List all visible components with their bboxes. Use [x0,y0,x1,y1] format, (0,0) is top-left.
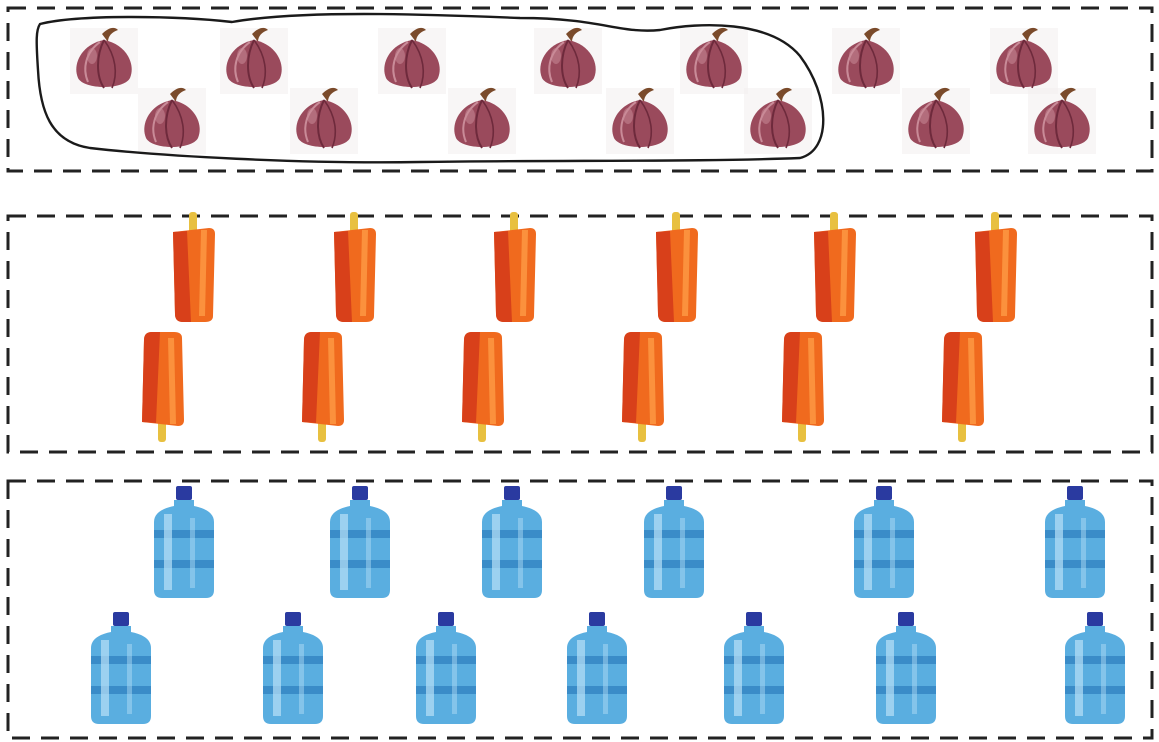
water-bottle-icon [876,612,936,724]
water-bottle-icon [263,612,323,724]
popsicle-icon [302,332,344,442]
water-bottle-icon [644,486,704,598]
water-bottle-icon [724,612,784,724]
onion-icon [1028,87,1096,154]
onion-icon [990,27,1058,94]
onion-icon [290,87,358,154]
water-bottle-icon [1065,612,1125,724]
popsicle-icon [494,212,536,322]
popsicles-box [6,214,1154,454]
onion-icon [448,87,516,154]
onion-icon [606,87,674,154]
water-bottle-icon [416,612,476,724]
onion-icon [902,87,970,154]
popsicle-icon [975,212,1017,322]
onion-icon [680,27,748,94]
water-bottle-icon [154,486,214,598]
water-bottle-icon [482,486,542,598]
onion-icon [534,27,602,94]
popsicle-icon [462,332,504,442]
onion-icon [138,87,206,154]
water-bottle-icon [330,486,390,598]
onion-icon [220,27,288,94]
onion-icon [70,27,138,94]
popsicle-icon [622,332,664,442]
onion-icon [744,87,812,154]
popsicle-icon [814,212,856,322]
water-bottles-box [6,479,1154,740]
popsicle-icon [334,212,376,322]
popsicle-icon [782,332,824,442]
onion-icon [378,27,446,94]
popsicle-icon [173,212,215,322]
water-bottle-icon [1045,486,1105,598]
popsicle-icon [942,332,984,442]
popsicle-icon [142,332,184,442]
water-bottle-icon [91,612,151,724]
water-bottle-icon [854,486,914,598]
onions-box [6,6,1154,173]
popsicle-icon [656,212,698,322]
onion-icon [832,27,900,94]
water-bottle-icon [567,612,627,724]
circled-group-outline [35,12,825,164]
